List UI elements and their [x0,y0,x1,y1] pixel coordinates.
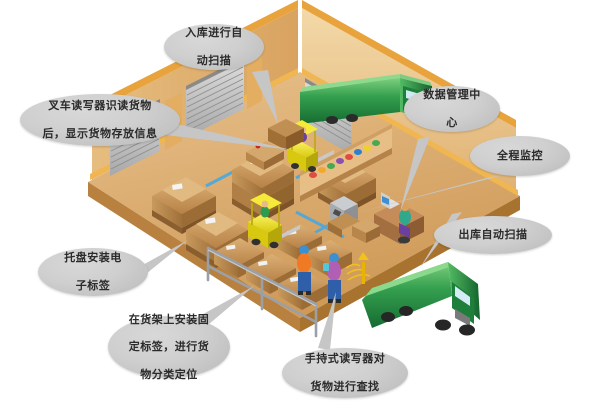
callout-full-monitoring-text: 全程监控 [497,149,543,163]
callout-forklift-reader-text: 叉车读写器识读货物后，显示货物存放信息 [42,99,158,140]
callout-forklift-reader[interactable]: 叉车读写器识读货物后，显示货物存放信息 [20,94,180,146]
rfid-antenna [358,252,369,284]
scanner-gate [328,196,360,238]
callout-inbound-scan[interactable]: 入库进行自动扫描 [164,24,264,70]
outbound-truck [362,262,480,336]
callout-outbound-scan[interactable]: 出库自动扫描 [434,216,552,254]
forklift-lower [248,193,300,249]
callout-pallet-tag[interactable]: 托盘安装电子标签 [38,248,148,296]
callout-data-center-text: 数据管理中心 [423,88,481,129]
back-left-rack [268,119,304,150]
callout-data-center[interactable]: 数据管理中心 [404,86,500,132]
callout-full-monitoring[interactable]: 全程监控 [470,136,570,176]
callout-outbound-scan-text: 出库自动扫描 [458,228,528,242]
worker-orange [297,245,311,295]
callout-handheld-reader[interactable]: 手持式读写器对货物进行查找 [282,348,408,398]
callout-shelf-tag-text: 在货架上安装固定标签，进行货物分类定位 [128,312,210,381]
callout-inbound-scan-text: 入库进行自动扫描 [185,26,243,67]
callout-pallet-tag-text: 托盘安装电子标签 [64,251,122,292]
crates-right [352,219,380,243]
conveyor-belt [300,124,392,202]
callout-handheld-reader-text: 手持式读写器对货物进行查找 [304,352,386,393]
callout-shelf-tag[interactable]: 在货架上安装固定标签，进行货物分类定位 [108,313,230,381]
